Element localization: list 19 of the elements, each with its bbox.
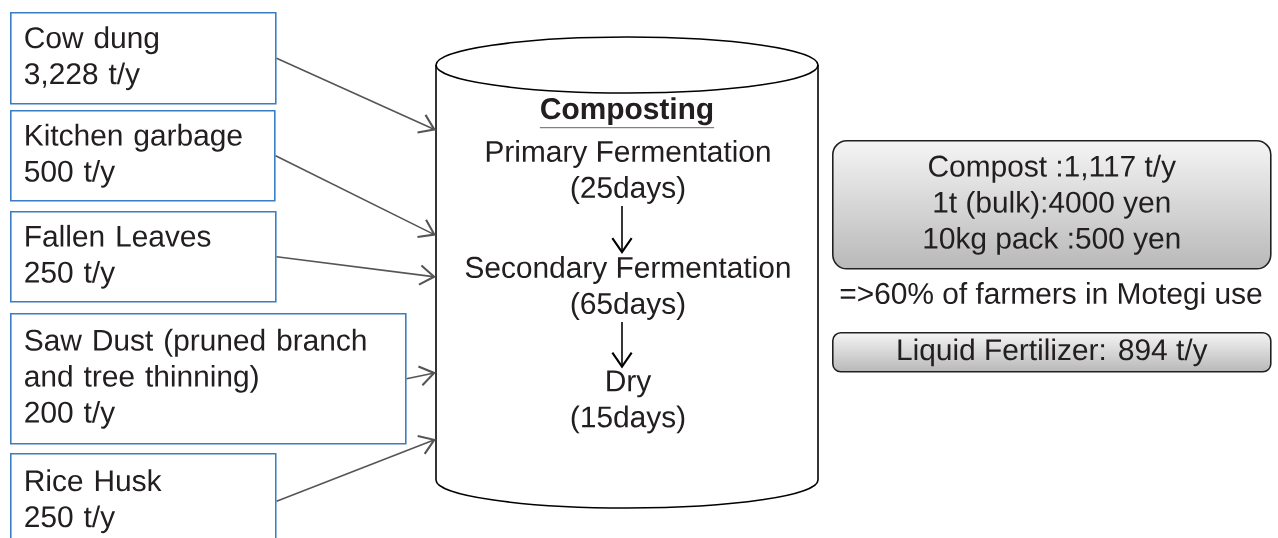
arrow: [275, 256, 436, 286]
product-box: Compost :1,117 t/y 1t (bulk):4000 yen 10kg pack :500 yen: [832, 140, 1272, 270]
note-text: =>60% of farmers in Motegi use: [840, 282, 1262, 310]
step-text: Secondary Fermentation (65days): [465, 256, 790, 320]
heading: Composting: [539, 97, 715, 129]
source-box: Rice Husk 250 t/y: [10, 453, 277, 538]
step-text: Primary Fermentation (25days): [486, 140, 770, 204]
source-box: Cow dung 3,228 t/y: [10, 12, 277, 105]
source-box: Kitchen garbage 500 t/y: [10, 110, 276, 202]
step-text: Dry (15days): [571, 370, 685, 434]
arrow: [611, 321, 633, 369]
source-box: Saw Dust (pruned branch and tree thinning) 200 t/y: [10, 313, 407, 445]
arrow: [274, 155, 436, 239]
source-box: Fallen Leaves 250 t/y: [10, 211, 277, 303]
arrow: [275, 57, 436, 134]
arrow: [275, 434, 436, 503]
arrow: [611, 205, 633, 254]
product-box: Liquid Fertilizer: 894 t/y: [832, 332, 1272, 373]
arrow: [405, 365, 436, 387]
